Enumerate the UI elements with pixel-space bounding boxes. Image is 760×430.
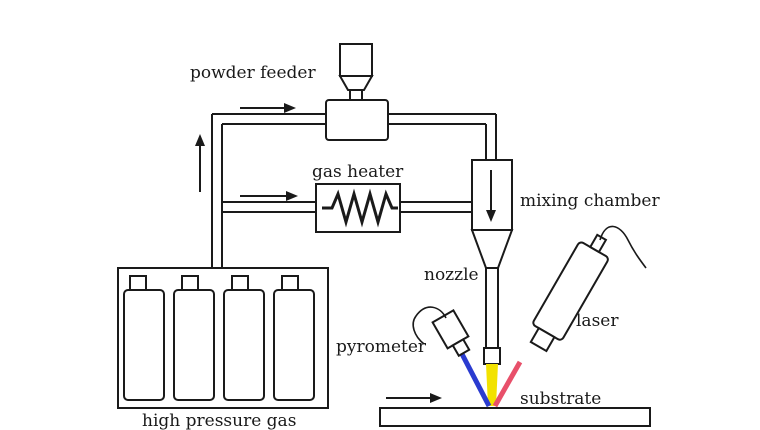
label-gas-heater: gas heater [312, 162, 404, 182]
powder-feeder [325, 43, 389, 141]
gas-cylinder-4 [273, 275, 315, 401]
flow-arrows [195, 103, 496, 403]
gas-cylinder-1 [123, 275, 165, 401]
substrate-plate [379, 407, 651, 427]
gas-cylinder-3 [223, 275, 265, 401]
label-high-pressure-gas: high pressure gas [142, 411, 296, 430]
gas-cylinder-bank [117, 267, 329, 409]
label-powder-feeder: powder feeder [190, 63, 316, 83]
arrow-right-heater-icon [240, 191, 298, 201]
gas-heater [315, 183, 401, 233]
pyrometer-device [412, 306, 471, 358]
label-substrate: substrate [520, 389, 601, 409]
laser-beam [492, 360, 523, 408]
arrow-right-substrate-icon [386, 393, 442, 403]
spray-jet [486, 364, 498, 406]
gas-pipes [211, 113, 497, 268]
arrow-up-icon [195, 134, 205, 192]
label-pyrometer: pyrometer [336, 337, 427, 357]
arrow-down-chamber-icon [486, 170, 496, 222]
nozzle-body [483, 267, 501, 365]
arrow-right-top-icon [240, 103, 296, 113]
beams [459, 352, 523, 408]
label-nozzle: nozzle [424, 265, 479, 285]
laser-device [529, 225, 647, 353]
label-mixing-chamber: mixing chamber [520, 191, 660, 211]
gas-cylinder-2 [173, 275, 215, 401]
label-laser: laser [576, 311, 619, 331]
pyrometer-beam [459, 352, 492, 408]
heater-coil [322, 188, 398, 228]
